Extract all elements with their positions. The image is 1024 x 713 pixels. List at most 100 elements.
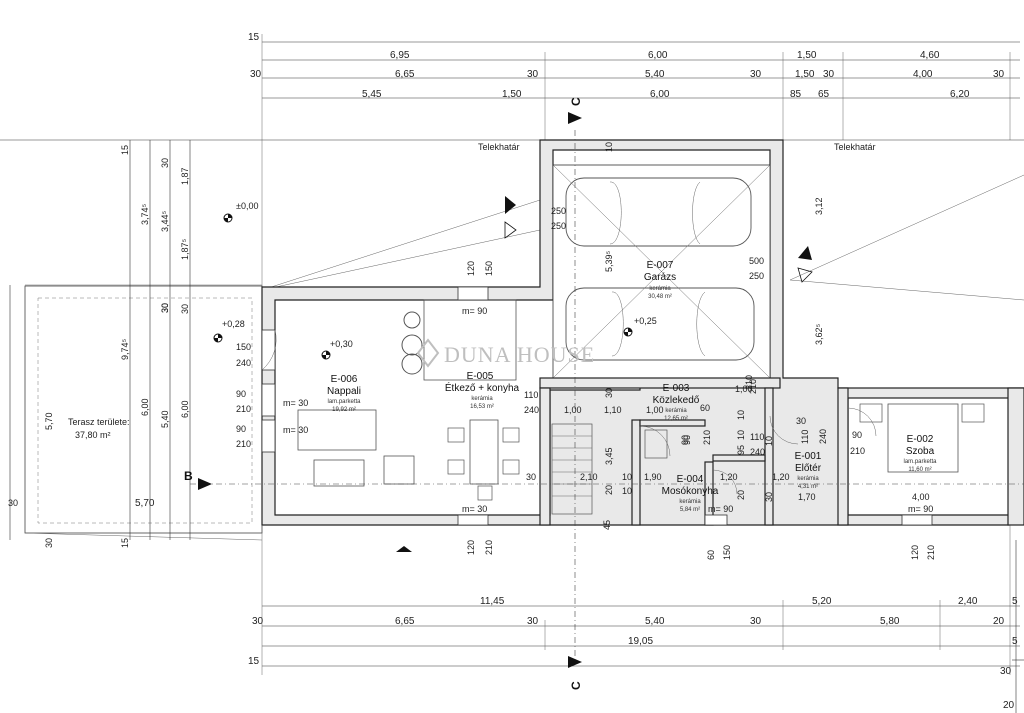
room-floor: kerámia	[679, 499, 701, 505]
top-dim: 30	[750, 69, 762, 80]
room-area: 4,31 m²	[798, 484, 818, 490]
garage-cars	[552, 164, 771, 379]
room-e-005: E-005 Étkező + konyha kerámia 16,53 m²	[445, 371, 520, 410]
left-dim: 15	[120, 538, 130, 548]
inner-dim: 10	[604, 142, 614, 152]
left-dimension-chain: 15 3,74⁵ 9,74⁵ 5,70 30 3,44⁵ 6,00 30 1,8…	[8, 140, 191, 548]
inner-dim: 5,39⁵	[604, 250, 614, 272]
inner-dim: 120	[910, 545, 920, 560]
inner-dim: 95	[736, 445, 746, 455]
room-id: E-007	[647, 260, 674, 271]
inner-dim: 210	[744, 375, 754, 390]
top-dim: 6,95	[390, 50, 410, 61]
bottom-dim: 30	[527, 616, 539, 627]
top-dim: 30	[823, 69, 835, 80]
inner-dim: 20	[736, 490, 746, 500]
room-e-004: E-004 Mosókonyha kerámia 5,84 m²	[662, 474, 719, 513]
left-dim: 3,44⁵	[160, 210, 170, 232]
room-name: Szoba	[906, 446, 935, 457]
level-markers: ±0,00 +0,28 +0,30 +0,25	[213, 201, 657, 360]
inner-dim: 1,20	[720, 472, 738, 482]
left-dim: 30	[8, 498, 18, 508]
left-dim: 6,00	[140, 398, 150, 416]
inner-dim: 90	[680, 435, 690, 445]
inner-dim: 90	[236, 424, 246, 434]
left-dim: 1,87	[180, 167, 190, 185]
room-name: Garázs	[644, 272, 676, 283]
room-e-002: E-002 Szoba lam.parketta 11,60 m²	[903, 434, 937, 473]
terrace-width: 5,70	[135, 498, 155, 509]
terrace-label: Terasz területe:	[68, 417, 130, 427]
room-id: E-001	[795, 451, 822, 462]
inner-dim: 10	[736, 410, 746, 420]
top-dim: 4,60	[920, 50, 940, 61]
inner-dim: 240	[818, 429, 828, 444]
room-e-001: E-001 Előtér kerámia 4,31 m²	[795, 451, 822, 490]
section-letter-b: B	[184, 469, 193, 483]
bottom-dim: 5,40	[645, 616, 665, 627]
top-dim: 6,00	[650, 89, 670, 100]
inner-dim: 110	[524, 390, 538, 400]
inner-dim: 210	[236, 404, 251, 414]
room-area: 11,60 m²	[908, 467, 931, 473]
inner-dim: 10	[622, 486, 632, 496]
inner-dim: 1,90	[644, 472, 662, 482]
bottom-dim: 5	[1012, 636, 1018, 647]
inner-dim: 1,70	[798, 492, 816, 502]
inner-dim: m= 30	[462, 504, 487, 514]
inner-dim: 90	[236, 389, 246, 399]
inner-dim: 3,12	[814, 197, 824, 215]
room-name: Közlekedő	[653, 395, 700, 406]
inner-dim: 210	[748, 379, 758, 394]
room-area: 19,92 m²	[332, 407, 356, 413]
inner-dim: 110	[800, 430, 810, 444]
room-name: Étkező + konyha	[445, 381, 520, 394]
inner-dim: 10	[736, 430, 746, 440]
bottom-dim: 20	[993, 616, 1005, 627]
inner-dim: 240	[524, 405, 539, 415]
level-label: +0,25	[634, 316, 657, 326]
bottom-dim: 15	[248, 656, 260, 667]
inner-dim: 1,00	[646, 405, 664, 415]
bottom-dim: 2,40	[958, 596, 978, 607]
inner-dim: 20	[604, 485, 614, 495]
left-dim: 30	[180, 304, 190, 314]
left-dim: 30	[160, 303, 170, 313]
level-label: ±0,00	[236, 201, 258, 211]
inner-dim: 30	[604, 388, 614, 398]
left-dim: 30	[44, 538, 54, 548]
inner-dim: 10	[764, 436, 774, 446]
inner-dim: 3,45	[604, 447, 614, 465]
inner-dim: 500	[749, 256, 764, 266]
level-label: +0,28	[222, 319, 245, 329]
left-dim: 30	[160, 158, 170, 168]
top-dim: 1,50	[502, 89, 522, 100]
room-area: 16,53 m²	[470, 404, 494, 410]
room-name: Mosókonyha	[662, 486, 719, 497]
bottom-dim: 5	[1012, 596, 1018, 607]
top-dim: 5,45	[362, 89, 382, 100]
room-id: E-002	[907, 434, 934, 445]
top-dim: 6,20	[950, 89, 970, 100]
plot-boundary-label: Telekhatár	[834, 142, 876, 152]
room-floor: lam.parketta	[327, 399, 361, 405]
top-dim: 6,00	[648, 50, 668, 61]
inner-dim: 1,10	[604, 405, 622, 415]
left-dim: 1,87⁵	[180, 238, 190, 260]
room-id: E-006	[331, 374, 358, 385]
top-dim: 65	[818, 89, 830, 100]
top-dim: 30	[993, 69, 1005, 80]
top-dim: 15	[248, 32, 260, 43]
room-floor: kerámia	[797, 476, 819, 482]
inner-dim: m= 90	[708, 504, 733, 514]
inner-dim: 30	[526, 472, 536, 482]
inner-dim: 3,62⁵	[814, 323, 824, 345]
inner-dim: 210	[702, 430, 712, 445]
room-floor: kerámia	[649, 286, 671, 292]
room-e-003: E-003 Közlekedő kerámia 12,65 m²	[653, 383, 700, 422]
top-dim: 6,65	[395, 69, 415, 80]
room-e-006: E-006 Nappali lam.parketta 19,92 m²	[327, 374, 361, 413]
top-dim: 85	[790, 89, 802, 100]
left-dim: 9,74⁵	[120, 338, 130, 360]
